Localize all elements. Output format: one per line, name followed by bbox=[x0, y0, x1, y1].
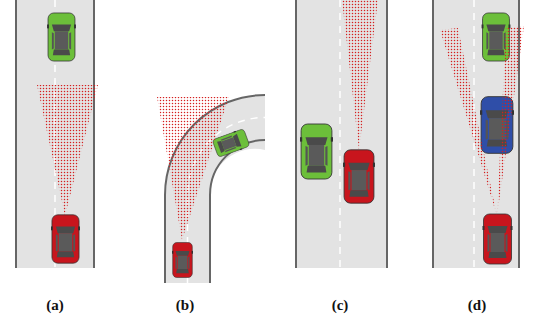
car-red bbox=[172, 243, 193, 278]
sensor-cone bbox=[497, 26, 524, 216]
panel-label: (c) bbox=[332, 297, 349, 314]
car-red bbox=[51, 215, 80, 263]
sensor-cone bbox=[37, 85, 98, 216]
car-red bbox=[483, 214, 513, 264]
sensor-cone bbox=[157, 97, 229, 240]
panel-label: (a) bbox=[46, 297, 64, 314]
panel-label: (d) bbox=[468, 297, 486, 314]
sensor-cone bbox=[342, 0, 378, 150]
car-green bbox=[47, 13, 76, 61]
sensor-cone bbox=[440, 28, 497, 216]
car-green bbox=[212, 128, 250, 158]
car-red bbox=[343, 150, 375, 203]
panel-label: (b) bbox=[176, 297, 194, 314]
car-green bbox=[300, 124, 333, 179]
road-c bbox=[295, 0, 388, 268]
